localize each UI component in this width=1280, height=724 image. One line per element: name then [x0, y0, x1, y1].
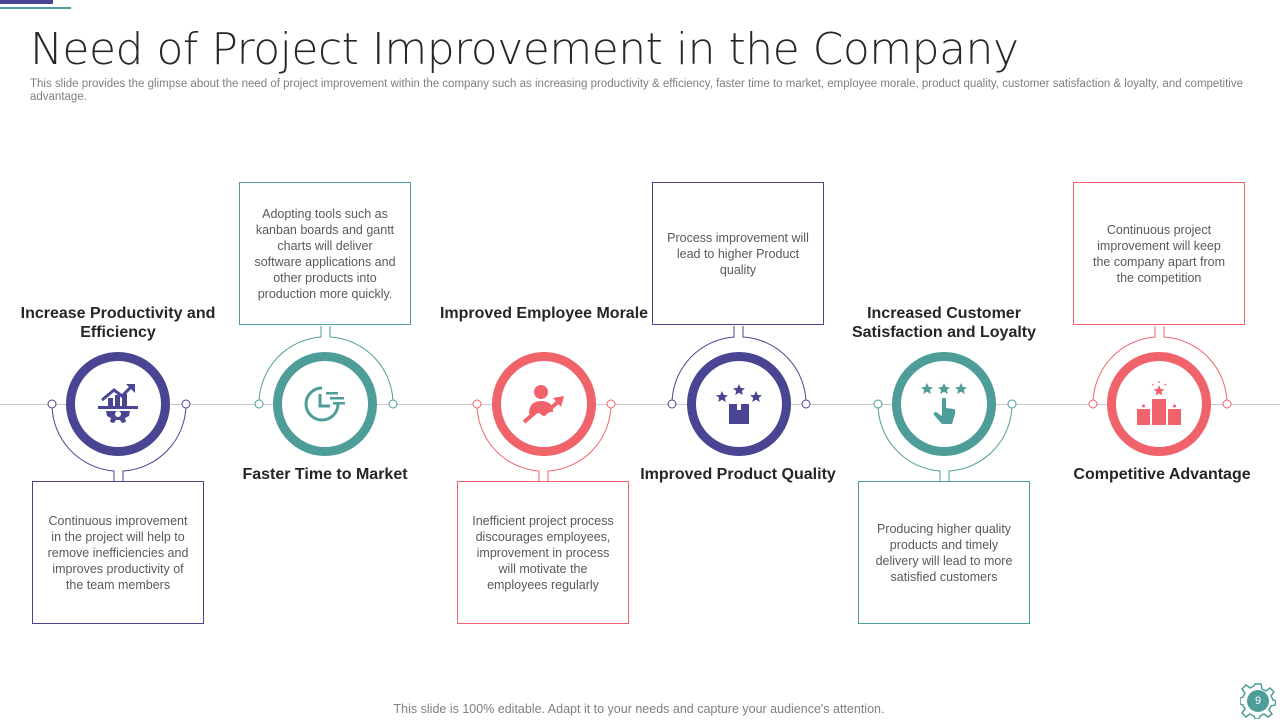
- icon-ring: [1107, 352, 1211, 456]
- icon-ring: [66, 352, 170, 456]
- page-subtitle: This slide provides the glimpse about th…: [30, 78, 1243, 103]
- employee-growth-icon: [522, 385, 564, 424]
- description-box: Inefficient project process discourages …: [457, 481, 629, 624]
- fast-clock-icon: [304, 386, 345, 422]
- icon-ring: [492, 352, 596, 456]
- description-box: Adopting tools such as kanban boards and…: [239, 182, 411, 325]
- icon-ring: [687, 352, 791, 456]
- step-heading: Increase Productivity and Efficiency: [20, 305, 216, 341]
- step-heading: Increased Customer Satisfaction and Loya…: [851, 305, 1037, 341]
- accent-bar-teal: [0, 7, 71, 9]
- step-heading: Competitive Advantage: [1073, 466, 1251, 483]
- description-box: Continuous improvement in the project wi…: [32, 481, 204, 624]
- description-box: Continuous project improvement will keep…: [1073, 182, 1245, 325]
- step-heading: Improved Product Quality: [640, 466, 836, 483]
- step-heading: Faster Time to Market: [242, 466, 408, 483]
- podium-icon: [1137, 381, 1181, 425]
- accent-bar-purple: [0, 0, 53, 4]
- rating-hand-icon: [921, 383, 967, 424]
- icon-ring: [892, 352, 996, 456]
- step-heading: Improved Employee Morale: [439, 305, 649, 322]
- product-stars-icon: [716, 384, 762, 424]
- timeline-line: [0, 404, 1280, 405]
- page-title: Need of Project Improvement in the Compa…: [30, 24, 1019, 75]
- description-box: Process improvement will lead to higher …: [652, 182, 824, 325]
- icon-ring: [273, 352, 377, 456]
- footer-note: This slide is 100% editable. Adapt it to…: [393, 702, 885, 716]
- growth-gear-icon: [98, 384, 138, 423]
- description-box: Producing higher quality products and ti…: [858, 481, 1030, 624]
- page-number: 9: [1254, 695, 1262, 707]
- page-number-badge: 9: [1239, 683, 1277, 720]
